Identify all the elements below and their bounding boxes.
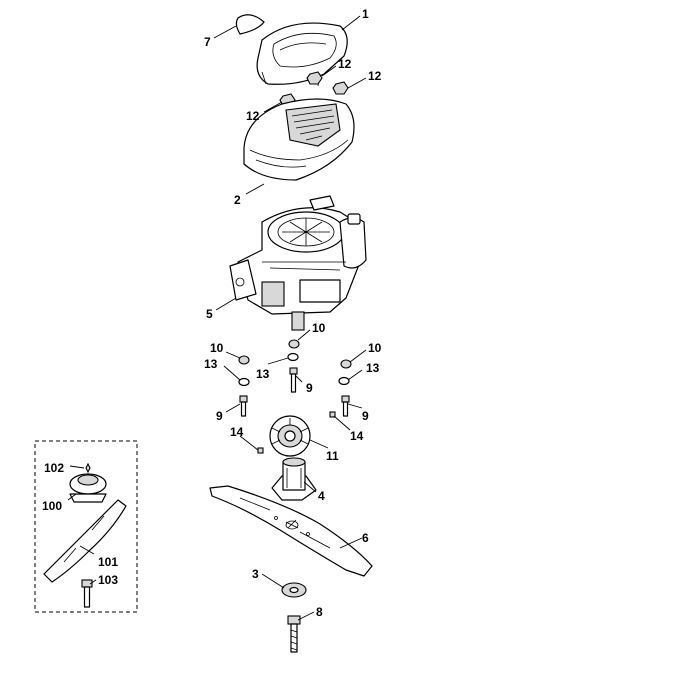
part-7-badge (235, 14, 265, 35)
callout-100: 100 (42, 499, 62, 513)
callout-11: 11 (326, 449, 339, 463)
part-1-top-cover (256, 22, 348, 87)
callout-6: 6 (362, 531, 369, 545)
part-13-spacers (238, 352, 350, 387)
part-2-engine-shroud (243, 98, 355, 181)
callout-12a: 12 (338, 57, 352, 71)
callout-10b: 10 (210, 341, 224, 355)
callout-12c: 12 (246, 109, 260, 123)
part-5-engine (229, 195, 367, 331)
part-100-adapter (69, 473, 107, 503)
part-14-screws (257, 411, 336, 454)
part-9-bolts (239, 367, 350, 417)
callout-1: 1 (362, 7, 369, 21)
callout-13c: 13 (366, 361, 380, 375)
callout-102: 102 (44, 461, 64, 475)
callout-13a: 13 (204, 357, 218, 371)
callout-10a: 10 (312, 321, 326, 335)
callout-4: 4 (318, 489, 325, 503)
callout-7: 7 (204, 35, 211, 49)
callout-3: 3 (252, 567, 259, 581)
callout-labels: 7 1 12 12 12 2 5 10 10 10 13 13 13 9 9 9… (42, 7, 382, 619)
leader-lines (67, 15, 367, 621)
part-102-key (85, 462, 91, 474)
callout-9c: 9 (362, 409, 369, 423)
callout-14a: 14 (230, 425, 244, 439)
callout-101: 101 (98, 555, 118, 569)
callout-9b: 9 (306, 381, 313, 395)
callout-5: 5 (206, 307, 213, 321)
callout-14b: 14 (350, 429, 364, 443)
part-11-fan-hub (269, 415, 311, 457)
callout-8: 8 (316, 605, 323, 619)
part-6-blade (209, 485, 373, 577)
part-10-washers (238, 339, 352, 369)
part-3-washer (281, 582, 307, 598)
callout-13b: 13 (256, 367, 270, 381)
alternative-kit-box (34, 440, 138, 613)
callout-10c: 10 (368, 341, 382, 355)
part-8-blade-bolt (287, 615, 301, 653)
callout-103: 103 (98, 573, 118, 587)
callout-9a: 9 (216, 409, 223, 423)
callout-12b: 12 (368, 69, 382, 83)
part-4-blade-adapter (271, 457, 317, 501)
callout-2: 2 (234, 193, 241, 207)
part-103-bolt (81, 579, 93, 608)
